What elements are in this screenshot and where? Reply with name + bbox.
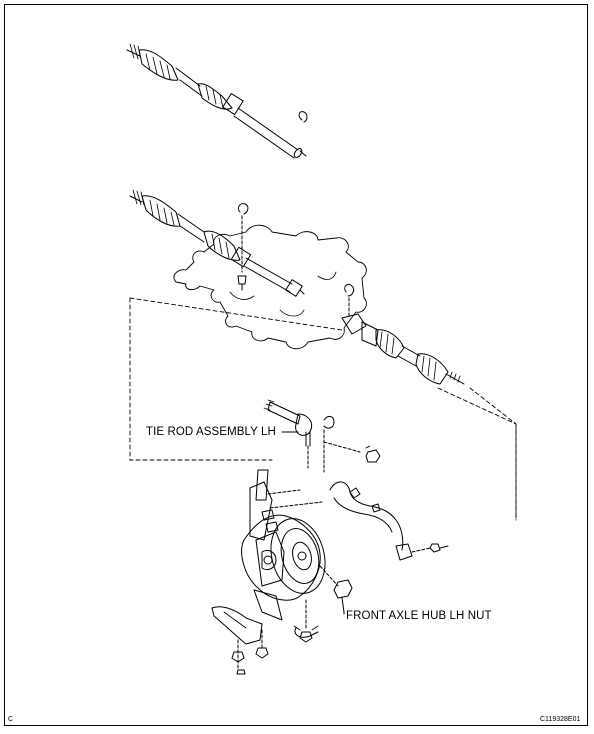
cotter-pin — [294, 627, 319, 638]
drive-shaft-right — [341, 283, 465, 385]
steering-knuckle-hub — [241, 509, 326, 643]
drive-shaft-top — [126, 43, 308, 159]
speed-sensor-harness — [329, 481, 449, 561]
tie-rod-assembly-label: TIE ROD ASSEMBLY LH — [146, 426, 276, 438]
lower-arm — [211, 606, 269, 675]
dashed-envelope — [129, 297, 517, 521]
corner-letter: C — [8, 716, 14, 723]
tie-rod-assembly — [263, 399, 381, 473]
strut — [249, 469, 323, 541]
figure-code: C119328E01 — [540, 716, 581, 723]
drive-shaft-middle — [129, 189, 305, 297]
diagram-frame — [4, 4, 588, 726]
front-axle-hub-nut-label: FRONT AXLE HUB LH NUT — [346, 610, 492, 622]
front-axle-hub-nut — [319, 565, 353, 613]
transaxle-outline — [173, 224, 367, 350]
